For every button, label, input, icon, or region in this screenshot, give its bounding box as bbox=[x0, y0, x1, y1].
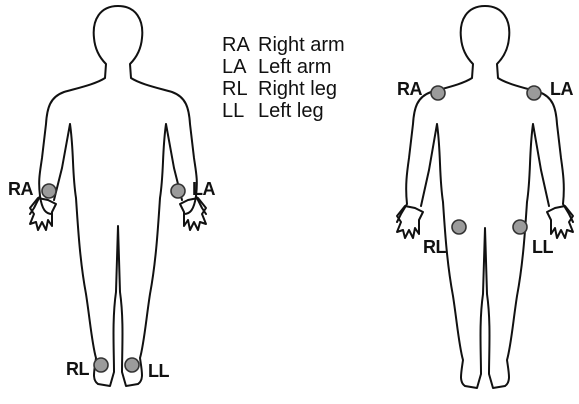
label-rl-right-figure: RL bbox=[423, 238, 446, 256]
electrode-legend: RA Right arm LA Left arm RL Right leg LL… bbox=[222, 34, 345, 122]
legend-row-ra: RA Right arm bbox=[222, 34, 345, 56]
electrode-ll-right-figure bbox=[513, 220, 527, 234]
label-ra-right-figure: RA bbox=[397, 80, 422, 98]
label-ll-left-figure: LL bbox=[148, 362, 169, 380]
legend-name: Right arm bbox=[258, 34, 345, 56]
legend-code: LL bbox=[222, 100, 258, 122]
legend-name: Left leg bbox=[258, 100, 324, 122]
electrode-rl-left-figure bbox=[94, 358, 108, 372]
legend-code: RA bbox=[222, 34, 258, 56]
electrode-ra-right-figure bbox=[431, 86, 445, 100]
label-ll-right-figure: LL bbox=[532, 238, 553, 256]
electrode-rl-right-figure bbox=[452, 220, 466, 234]
electrode-la-right-figure bbox=[527, 86, 541, 100]
legend-row-rl: RL Right leg bbox=[222, 78, 345, 100]
legend-code: LA bbox=[222, 56, 258, 78]
right-body-outline bbox=[397, 6, 573, 388]
electrode-la-left-figure bbox=[171, 184, 185, 198]
legend-name: Left arm bbox=[258, 56, 331, 78]
label-la-right-figure: LA bbox=[550, 80, 573, 98]
electrode-ra-left-figure bbox=[42, 184, 56, 198]
label-la-left-figure: LA bbox=[192, 180, 215, 198]
legend-code: RL bbox=[222, 78, 258, 100]
legend-row-la: LA Left arm bbox=[222, 56, 345, 78]
legend-row-ll: LL Left leg bbox=[222, 100, 345, 122]
electrode-ll-left-figure bbox=[125, 358, 139, 372]
label-rl-left-figure: RL bbox=[66, 360, 89, 378]
legend-name: Right leg bbox=[258, 78, 337, 100]
label-ra-left-figure: RA bbox=[8, 180, 33, 198]
